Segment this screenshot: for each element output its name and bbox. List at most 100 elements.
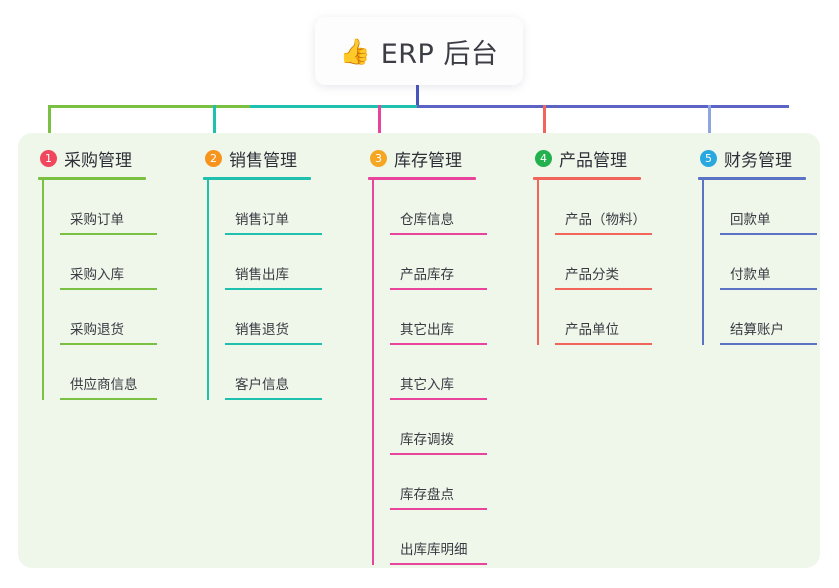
branch-item[interactable]: 产品单位 bbox=[555, 290, 652, 345]
branch-item[interactable]: 产品（物料） bbox=[555, 180, 652, 235]
branch-item[interactable]: 采购入库 bbox=[60, 235, 157, 290]
branch-items-list: 产品（物料） 产品分类产品单位 bbox=[533, 180, 652, 345]
branch-item[interactable]: 采购订单 bbox=[60, 180, 157, 235]
branch-item-underline bbox=[225, 288, 322, 290]
branch-item-underline bbox=[555, 343, 652, 345]
branch-item-underline bbox=[720, 233, 817, 235]
branch-item[interactable]: 仓库信息 bbox=[390, 180, 487, 235]
branch-item-label: 库存盘点 bbox=[400, 487, 454, 503]
branch-underline bbox=[533, 177, 641, 180]
branch-item-label: 其它出库 bbox=[400, 322, 454, 338]
thumbs-up-icon: 👍 bbox=[339, 36, 371, 66]
branch-drop-line-4 bbox=[543, 105, 546, 135]
branch-item[interactable]: 其它出库 bbox=[390, 290, 487, 345]
branch-item-label: 销售退货 bbox=[235, 322, 289, 338]
branch-title: 采购管理 bbox=[64, 150, 132, 171]
branch-spine-line bbox=[207, 180, 209, 400]
branch-item-label: 结算账户 bbox=[730, 322, 784, 338]
branch-drop-line-1 bbox=[48, 105, 51, 135]
branch-item[interactable]: 销售订单 bbox=[225, 180, 322, 235]
branch-title: 产品管理 bbox=[559, 150, 627, 171]
branch-column-1: 1 采购管理采购订单采购入库采购退货供应商信息 bbox=[38, 145, 157, 400]
branch-item-label: 付款单 bbox=[730, 267, 771, 283]
branch-item-label: 采购订单 bbox=[70, 212, 124, 228]
branch-underline bbox=[368, 177, 476, 180]
root-node-card[interactable]: 👍 ERP 后台 bbox=[315, 17, 523, 85]
branch-items-list: 仓库信息产品库存其它出库其它入库库存调拨库存盘点出库库明细 bbox=[368, 180, 487, 565]
branch-item[interactable]: 库存调拨 bbox=[390, 400, 487, 455]
branch-header-2[interactable]: 2 销售管理 bbox=[203, 145, 311, 171]
branch-items-list: 销售订单销售出库销售退货客户信息 bbox=[203, 180, 322, 400]
branch-item-label: 回款单 bbox=[730, 212, 771, 228]
branch-item-underline bbox=[390, 563, 487, 565]
branch-item-label: 客户信息 bbox=[235, 377, 289, 393]
branch-item-underline bbox=[390, 343, 487, 345]
branch-item-label: 产品单位 bbox=[565, 322, 619, 338]
branch-drop-line-5 bbox=[708, 105, 711, 135]
branch-item-underline bbox=[390, 453, 487, 455]
branch-item[interactable]: 库存盘点 bbox=[390, 455, 487, 510]
branch-item-underline bbox=[225, 233, 322, 235]
branch-number-badge: 2 bbox=[205, 149, 222, 167]
root-stem-line bbox=[416, 85, 419, 107]
branch-item[interactable]: 产品分类 bbox=[555, 235, 652, 290]
branch-item[interactable]: 结算账户 bbox=[720, 290, 817, 345]
branch-spine-line bbox=[537, 180, 539, 345]
branch-item[interactable]: 产品库存 bbox=[390, 235, 487, 290]
branch-item-label: 采购退货 bbox=[70, 322, 124, 338]
branch-item-underline bbox=[390, 508, 487, 510]
branch-item-label: 销售订单 bbox=[235, 212, 289, 228]
branch-item-underline bbox=[390, 233, 487, 235]
branch-column-5: 5 财务管理回款单付款单结算账户 bbox=[698, 145, 817, 345]
branch-item-label: 产品（物料） bbox=[565, 212, 646, 228]
branch-item[interactable]: 采购退货 bbox=[60, 290, 157, 345]
branch-item[interactable]: 出库库明细 bbox=[390, 510, 487, 565]
branch-item-underline bbox=[720, 288, 817, 290]
branch-item[interactable]: 回款单 bbox=[720, 180, 817, 235]
branch-item-underline bbox=[555, 288, 652, 290]
branch-underline bbox=[698, 177, 806, 180]
branch-number-badge: 1 bbox=[40, 149, 57, 167]
branch-header-5[interactable]: 5 财务管理 bbox=[698, 145, 806, 171]
branch-header-1[interactable]: 1 采购管理 bbox=[38, 145, 146, 171]
branch-item-underline bbox=[225, 398, 322, 400]
branch-item-label: 采购入库 bbox=[70, 267, 124, 283]
root-node-title: ERP 后台 bbox=[380, 38, 499, 70]
branch-item[interactable]: 客户信息 bbox=[225, 345, 322, 400]
branch-item[interactable]: 销售退货 bbox=[225, 290, 322, 345]
branch-title: 库存管理 bbox=[394, 150, 462, 171]
branch-item-label: 产品分类 bbox=[565, 267, 619, 283]
branch-item-label: 销售出库 bbox=[235, 267, 289, 283]
branch-item[interactable]: 销售出库 bbox=[225, 235, 322, 290]
branch-item-underline bbox=[555, 233, 652, 235]
segment-indigo bbox=[417, 105, 789, 108]
branch-spine-line bbox=[372, 180, 374, 565]
branch-item-underline bbox=[60, 233, 157, 235]
segment-green bbox=[48, 105, 250, 108]
branch-item-underline bbox=[60, 288, 157, 290]
branch-spine-line bbox=[702, 180, 704, 345]
branch-item-underline bbox=[225, 343, 322, 345]
branch-item-label: 出库库明细 bbox=[400, 542, 468, 558]
branch-column-2: 2 销售管理销售订单销售出库销售退货客户信息 bbox=[203, 145, 322, 400]
branch-item-underline bbox=[390, 398, 487, 400]
branch-title: 财务管理 bbox=[724, 150, 792, 171]
branch-spine-line bbox=[42, 180, 44, 400]
branch-item-label: 产品库存 bbox=[400, 267, 454, 283]
branch-underline bbox=[38, 177, 146, 180]
branch-drop-line-3 bbox=[378, 105, 381, 135]
branch-underline bbox=[203, 177, 311, 180]
branch-items-list: 回款单付款单结算账户 bbox=[698, 180, 817, 345]
branch-number-badge: 5 bbox=[700, 149, 717, 167]
diagram-panel bbox=[18, 133, 820, 568]
branch-item[interactable]: 付款单 bbox=[720, 235, 817, 290]
branch-item[interactable]: 其它入库 bbox=[390, 345, 487, 400]
branch-item[interactable]: 供应商信息 bbox=[60, 345, 157, 400]
branch-title: 销售管理 bbox=[229, 150, 297, 171]
branch-item-underline bbox=[60, 343, 157, 345]
branch-item-underline bbox=[720, 343, 817, 345]
